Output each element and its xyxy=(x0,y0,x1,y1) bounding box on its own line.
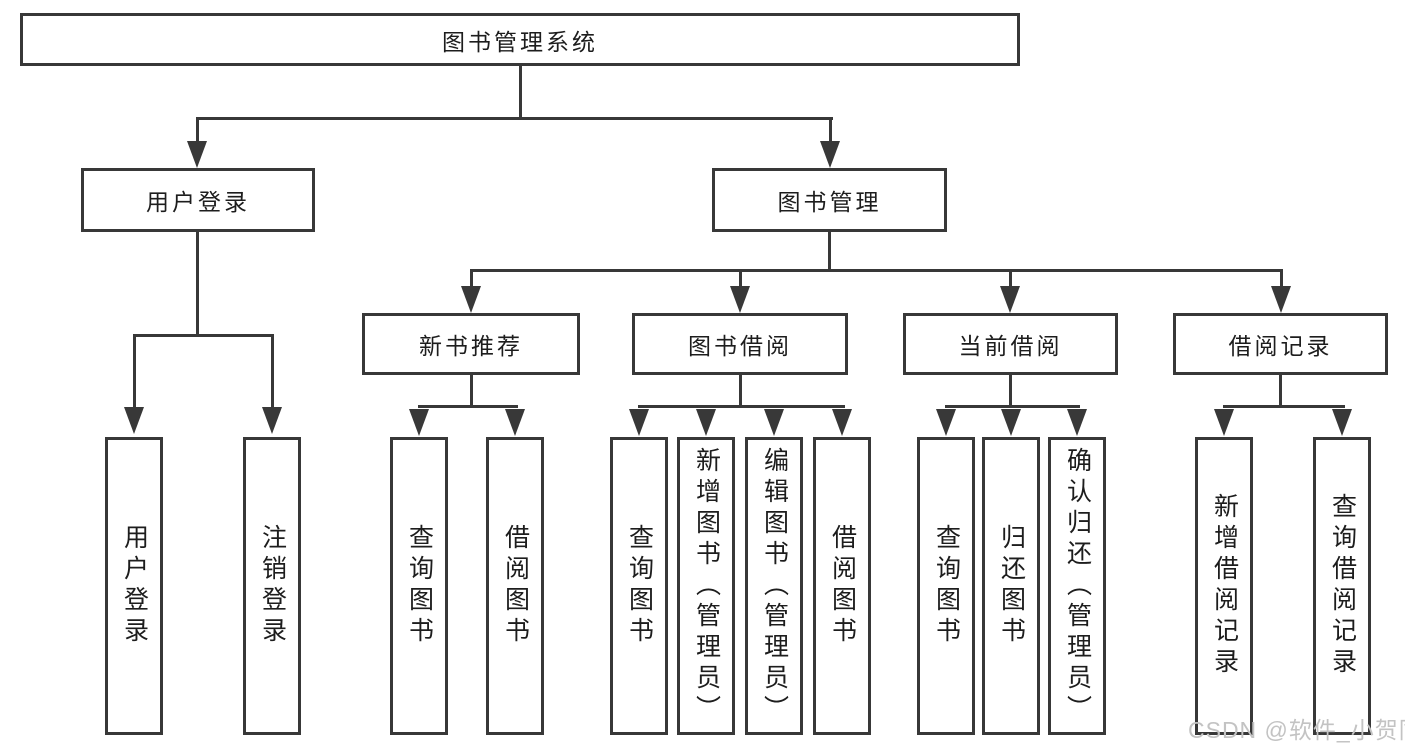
leaf-label: 借阅图书 xyxy=(501,524,530,648)
connector-group-stem xyxy=(1280,271,1283,287)
connector-group2-bar xyxy=(945,405,1080,408)
watermark: CSDN @软件_小贺同学 xyxy=(1188,717,1405,743)
connector-group-stem xyxy=(739,271,742,287)
leaf-borrow-books-recommend: 借阅图书 xyxy=(486,437,544,735)
node-label: 当前借阅 xyxy=(958,333,1063,359)
arrow-down-icon xyxy=(461,286,481,313)
connector-mgmt-bar xyxy=(470,269,1283,272)
node-label: 用户登录 xyxy=(146,189,250,215)
node-label: 图书管理 xyxy=(777,189,882,215)
arrow-down-icon xyxy=(262,407,282,434)
leaf-user-login: 用户登录 xyxy=(105,437,163,735)
connector-root-stem xyxy=(519,64,522,119)
arrow-down-icon xyxy=(1000,286,1020,313)
leaf-query-books-recommend: 查询图书 xyxy=(390,437,448,735)
node-label: 新书推荐 xyxy=(419,333,523,359)
connector-group0-stem xyxy=(470,375,473,407)
leaf-query-books-borrowing: 查询图书 xyxy=(610,437,668,735)
leaf-add-book-admin: 新增图书（管理员） xyxy=(677,437,735,735)
connector-book-mgmt-stem xyxy=(829,119,832,143)
arrow-down-icon xyxy=(124,407,144,434)
node-book-management: 图书管理 xyxy=(712,168,947,232)
node-current-borrowing: 当前借阅 xyxy=(903,313,1118,375)
leaf-label: 注销登录 xyxy=(258,524,287,648)
leaf-query-borrow-record: 查询借阅记录 xyxy=(1313,437,1371,735)
arrow-down-icon xyxy=(820,141,840,168)
leaf-label: 新增图书（管理员） xyxy=(692,446,721,726)
connector-leaf-stem xyxy=(133,336,136,408)
connector-group1-stem xyxy=(739,375,742,407)
connector-group3-bar xyxy=(1223,405,1345,408)
arrow-down-icon xyxy=(832,409,852,436)
connector-login-bar xyxy=(133,334,274,337)
arrow-down-icon xyxy=(696,409,716,436)
leaf-logout: 注销登录 xyxy=(243,437,301,735)
connector-group2-stem xyxy=(1009,375,1012,407)
connector-root-bar xyxy=(196,117,833,120)
arrow-down-icon xyxy=(1067,409,1087,436)
node-borrowing-records: 借阅记录 xyxy=(1173,313,1388,375)
connector-login-stem xyxy=(196,232,199,336)
leaf-label: 查询图书 xyxy=(932,524,961,648)
arrow-down-icon xyxy=(730,286,750,313)
leaf-edit-book-admin: 编辑图书（管理员） xyxy=(745,437,803,735)
leaf-borrow-books-borrowing: 借阅图书 xyxy=(813,437,871,735)
connector-group1-bar xyxy=(638,405,845,408)
arrow-down-icon xyxy=(1332,409,1352,436)
arrow-down-icon xyxy=(1214,409,1234,436)
connector-user-login-stem xyxy=(196,119,199,143)
leaf-label: 编辑图书（管理员） xyxy=(760,446,789,726)
leaf-label: 查询图书 xyxy=(405,524,434,648)
leaf-label: 查询借阅记录 xyxy=(1328,493,1357,679)
leaf-label: 新增借阅记录 xyxy=(1210,493,1239,679)
connector-group0-bar xyxy=(418,405,518,408)
arrow-down-icon xyxy=(1271,286,1291,313)
connector-group-stem xyxy=(1009,271,1012,287)
node-user-login: 用户登录 xyxy=(81,168,315,232)
leaf-return-book: 归还图书 xyxy=(982,437,1040,735)
arrow-down-icon xyxy=(629,409,649,436)
connector-mgmt-stem xyxy=(828,232,831,271)
node-label: 借阅记录 xyxy=(1228,333,1333,359)
leaf-label: 用户登录 xyxy=(120,524,149,648)
node-label: 图书管理系统 xyxy=(442,28,598,55)
connector-leaf-stem xyxy=(271,336,274,408)
leaf-label: 查询图书 xyxy=(625,524,654,648)
connector-group3-stem xyxy=(1279,375,1282,407)
leaf-label: 确认归还（管理员） xyxy=(1063,446,1092,726)
node-label: 图书借阅 xyxy=(688,333,792,359)
arrow-down-icon xyxy=(187,141,207,168)
arrow-down-icon xyxy=(764,409,784,436)
leaf-query-books-current: 查询图书 xyxy=(917,437,975,735)
node-library-management-system: 图书管理系统 xyxy=(20,13,1020,66)
arrow-down-icon xyxy=(1001,409,1021,436)
arrow-down-icon xyxy=(936,409,956,436)
node-new-book-recommend: 新书推荐 xyxy=(362,313,580,375)
node-book-borrowing: 图书借阅 xyxy=(632,313,848,375)
arrow-down-icon xyxy=(409,409,429,436)
leaf-label: 归还图书 xyxy=(997,524,1026,648)
connector-group-stem xyxy=(470,271,473,287)
leaf-confirm-return-admin: 确认归还（管理员） xyxy=(1048,437,1106,735)
leaf-label: 借阅图书 xyxy=(828,524,857,648)
leaf-add-borrow-record: 新增借阅记录 xyxy=(1195,437,1253,735)
arrow-down-icon xyxy=(505,409,525,436)
